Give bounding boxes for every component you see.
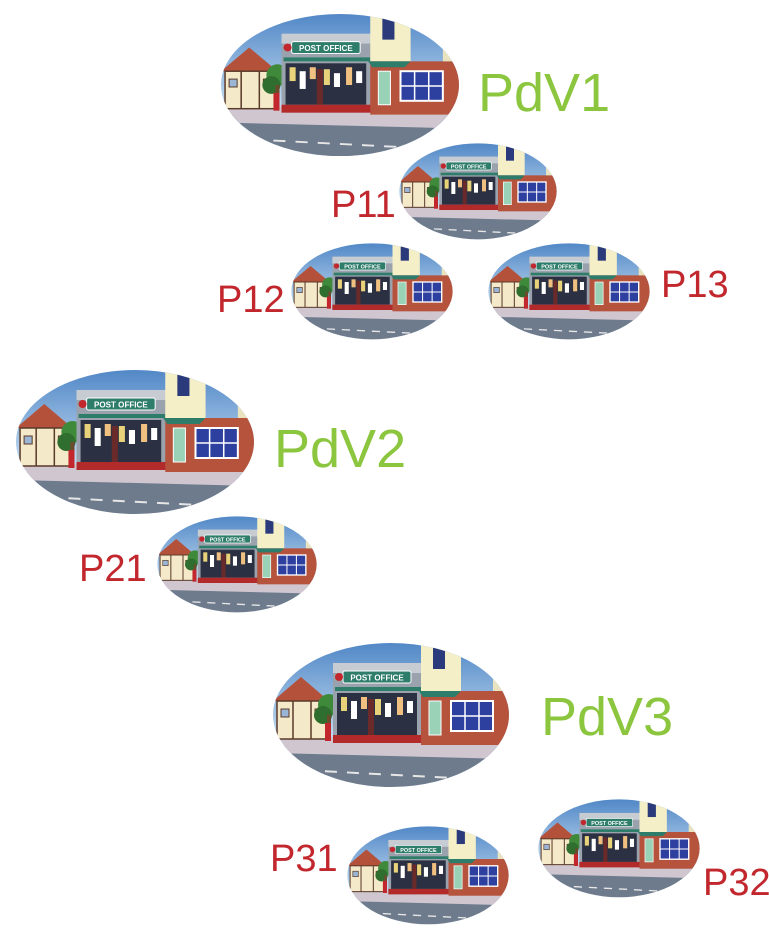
post-office-icon: POST OFFICE (399, 143, 557, 240)
post-office-node-p13: POST OFFICE (487, 242, 651, 342)
svg-text:POST OFFICE: POST OFFICE (210, 537, 246, 543)
node-label-pdv1: PdV1 (478, 63, 611, 123)
post-office-icon: POST OFFICE (157, 516, 317, 613)
post-office-icon: POST OFFICE (291, 243, 453, 340)
post-office-node-p31: POST OFFICE (346, 825, 510, 927)
node-label-p32: P32 (703, 862, 769, 904)
post-office-icon: POST OFFICE (221, 13, 459, 157)
node-label-p11: P11 (331, 184, 396, 226)
node-label-p13: P13 (661, 264, 729, 306)
svg-text:POST OFFICE: POST OFFICE (350, 674, 404, 683)
post-office-icon: POST OFFICE (538, 799, 700, 898)
node-label-p12: P12 (217, 279, 285, 321)
svg-text:POST OFFICE: POST OFFICE (94, 401, 148, 410)
post-office-node-pdv3: POST OFFICE (271, 641, 511, 791)
post-office-node-pdv2: POST OFFICE (14, 368, 256, 518)
post-office-node-p21: POST OFFICE (156, 515, 318, 615)
node-label-p21: P21 (79, 548, 147, 590)
node-label-p31: P31 (270, 838, 338, 880)
node-label-pdv2: PdV2 (274, 419, 407, 479)
post-office-icon: POST OFFICE (273, 643, 509, 787)
post-office-node-pdv1: POST OFFICE (219, 12, 461, 160)
post-office-node-p32: POST OFFICE (537, 798, 701, 900)
svg-text:POST OFFICE: POST OFFICE (541, 264, 578, 270)
svg-text:POST OFFICE: POST OFFICE (451, 164, 487, 170)
post-office-icon: POST OFFICE (488, 243, 650, 340)
svg-text:POST OFFICE: POST OFFICE (344, 264, 381, 270)
svg-text:POST OFFICE: POST OFFICE (591, 821, 628, 827)
post-office-icon: POST OFFICE (16, 370, 254, 514)
post-office-icon: POST OFFICE (347, 826, 509, 925)
post-office-node-p11: POST OFFICE (398, 142, 558, 242)
svg-text:POST OFFICE: POST OFFICE (400, 848, 437, 854)
svg-text:POST OFFICE: POST OFFICE (299, 44, 353, 53)
post-office-node-p12: POST OFFICE (290, 242, 454, 342)
node-label-pdv3: PdV3 (541, 687, 674, 747)
